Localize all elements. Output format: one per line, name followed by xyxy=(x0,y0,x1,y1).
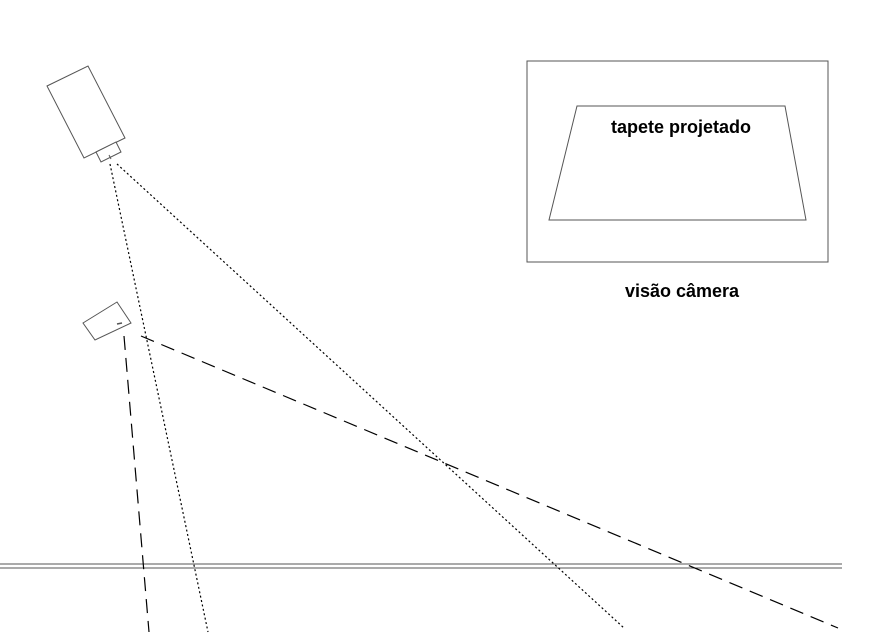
projected-mat-shape xyxy=(548,105,807,221)
camera-fov-rays xyxy=(109,163,625,633)
camera-view-inset: tapete projetado xyxy=(526,60,829,263)
camera-icon xyxy=(46,65,126,163)
projector-lens-mark xyxy=(116,322,123,325)
projector-body xyxy=(82,301,132,341)
camera-body xyxy=(46,65,126,159)
camera-lens-mark xyxy=(108,154,112,160)
floor xyxy=(0,563,842,569)
camera-ray-left xyxy=(109,163,209,633)
camera-view-label: visão câmera xyxy=(625,281,740,301)
projector-icon xyxy=(82,301,132,341)
projector-ray-left xyxy=(123,335,150,633)
camera-ray-right xyxy=(116,163,625,629)
camera-lens xyxy=(95,141,122,163)
projector-ray-right xyxy=(140,335,839,629)
projector-beam-rays xyxy=(123,335,839,633)
projected-mat-label: tapete projetado xyxy=(611,117,751,137)
